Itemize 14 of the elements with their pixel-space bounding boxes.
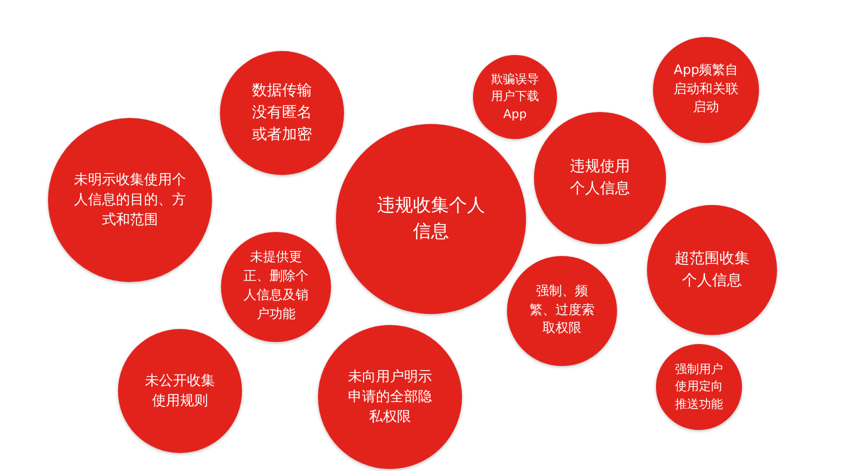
topic-circle — [473, 55, 557, 139]
circle-label: 数据传输没有匿名或者加密 — [251, 80, 313, 145]
circle-label: App频繁自启动和关联启动 — [672, 62, 740, 118]
topic-circle — [656, 344, 742, 430]
circle-label: 违规收集个人信息 — [376, 194, 486, 244]
circle-label: 欺骗误导用户下载App — [490, 70, 540, 123]
circle-label: 超范围收集个人信息 — [674, 248, 750, 291]
circle-label: 未明示收集使用个人信息的目的、方式和范围 — [72, 170, 187, 230]
circle-label: 强制用户使用定向推送功能 — [674, 360, 724, 413]
circle-label: 违规使用个人信息 — [569, 156, 631, 199]
circle-label: 未提供更正、删除个人信息及销户功能 — [242, 249, 310, 324]
circle-label: 未向用户明示申请的全部隐私权限 — [346, 368, 433, 428]
circle-label: 未公开收集使用规则 — [144, 372, 216, 411]
circle-label: 强制、频繁、过度索取权限 — [528, 282, 596, 338]
